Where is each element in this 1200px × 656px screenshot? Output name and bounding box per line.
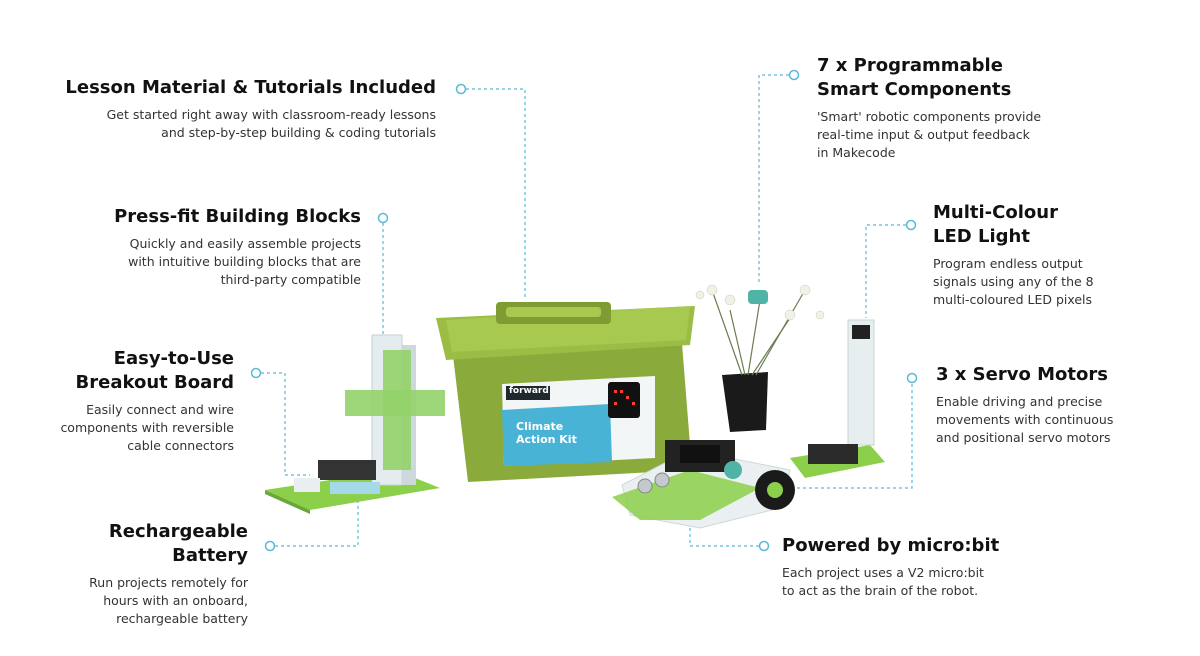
feature-building-blocks: Press-fit Building Blocks Quickly and ea… — [31, 205, 361, 289]
feature-powered-by-microbit: Powered by micro:bit Each project uses a… — [782, 534, 1082, 600]
callout-dot-blocks — [377, 212, 389, 224]
callout-dot-lesson — [455, 83, 467, 95]
callout-dot-smart — [788, 69, 800, 81]
feature-description: Enable driving and precise movements wit… — [936, 394, 1114, 445]
feature-led-light: Multi-Colour LED Light Program endless o… — [933, 201, 1173, 309]
feature-title: Easy-to-Use Breakout Board — [75, 348, 234, 393]
callout-dot-microbit — [758, 540, 770, 552]
callout-dot-battery — [264, 540, 276, 552]
feature-title: Rechargeable Battery — [108, 521, 248, 566]
smart-plant-build — [695, 284, 885, 478]
feature-title: 7 x Programmable Smart Components — [817, 55, 1012, 100]
feature-description: 'Smart' robotic components provide real-… — [817, 109, 1042, 160]
kit-brand-label: forward — [509, 386, 549, 396]
climate-action-kit-box — [436, 302, 695, 482]
feature-description: Easily connect and wire components with … — [60, 402, 234, 453]
feature-description: Each project uses a V2 micro:bit to act … — [782, 565, 984, 598]
feature-breakout-board: Easy-to-Use Breakout Board Easily connec… — [14, 347, 234, 455]
feature-title: 3 x Servo Motors — [936, 364, 1108, 385]
wind-turbine-build — [265, 334, 445, 514]
feature-title: Lesson Material & Tutorials Included — [65, 77, 436, 98]
feature-servo-motors: 3 x Servo Motors Enable driving and prec… — [936, 363, 1176, 447]
feature-description: Program endless output signals using any… — [933, 256, 1094, 307]
feature-smart-components: 7 x Programmable Smart Components 'Smart… — [817, 54, 1117, 162]
feature-title: Multi-Colour LED Light — [933, 202, 1058, 247]
feature-lesson-material: Lesson Material & Tutorials Included Get… — [36, 76, 436, 142]
callout-dot-led — [905, 219, 917, 231]
kit-name-label: Climate Action Kit — [516, 420, 577, 446]
feature-description: Quickly and easily assemble projects wit… — [128, 236, 361, 287]
feature-title: Powered by micro:bit — [782, 535, 1000, 556]
callout-dot-breakout — [250, 367, 262, 379]
callout-dot-servo — [906, 372, 918, 384]
rover-robot — [612, 440, 795, 529]
feature-description: Run projects remotely for hours with an … — [89, 575, 248, 626]
feature-rechargeable-battery: Rechargeable Battery Run projects remote… — [28, 520, 248, 628]
feature-description: Get started right away with classroom-re… — [106, 107, 436, 140]
feature-title: Press-fit Building Blocks — [114, 206, 361, 227]
